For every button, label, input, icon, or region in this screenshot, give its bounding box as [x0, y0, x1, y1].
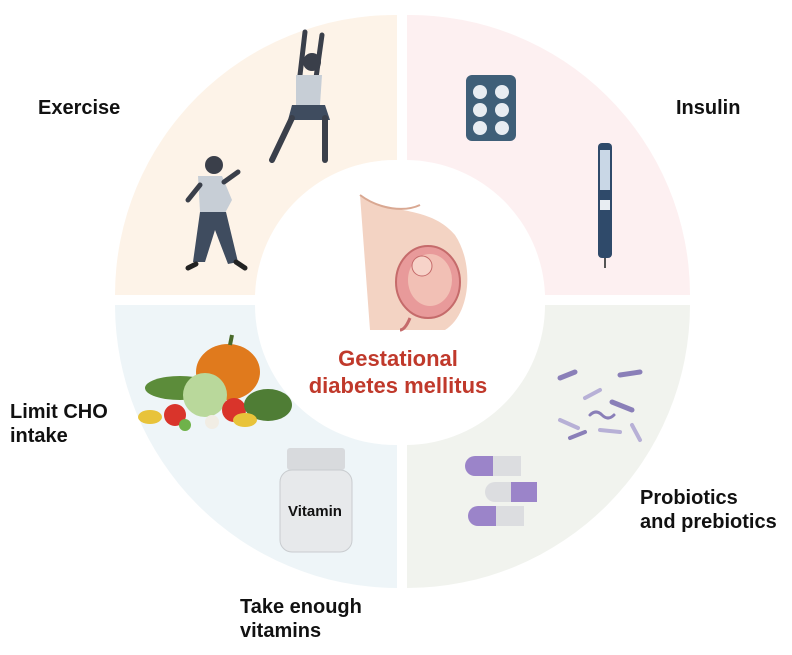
label-probiotics-line1: Probiotics [640, 487, 738, 509]
label-probiotics: Probiotics and prebiotics [640, 486, 777, 534]
vegetables-icon [138, 334, 292, 431]
label-probiotics-line2: and prebiotics [640, 511, 777, 533]
vitamin-bottle-icon [279, 448, 353, 553]
quadrant-exercise [115, 14, 397, 295]
label-limit-cho-line2: intake [10, 425, 68, 447]
capsules-icon [465, 456, 537, 526]
center-title-line2: diabetes mellitus [308, 373, 488, 398]
label-exercise: Exercise [38, 97, 121, 119]
insulin-pen-icon [598, 143, 612, 268]
pill-blister-icon [466, 75, 516, 141]
vitamin-bottle-label: Vitamin [288, 503, 342, 520]
walking-woman-icon [185, 156, 248, 271]
center-title: Gestational diabetes mellitus [270, 345, 526, 399]
center-title-line1: Gestational [338, 346, 458, 371]
label-limit-cho: Limit CHO intake [10, 400, 108, 448]
label-vitamins: Take enough vitamins [240, 595, 362, 643]
bacteria-icon [557, 369, 643, 442]
stretching-woman-icon [269, 29, 330, 163]
fetus-illustration [359, 194, 468, 332]
label-vitamins-line2: vitamins [240, 620, 322, 642]
label-insulin: Insulin [676, 97, 741, 119]
label-limit-cho-line1: Limit CHO [10, 401, 108, 423]
label-vitamins-line1: Take enough [240, 596, 362, 618]
